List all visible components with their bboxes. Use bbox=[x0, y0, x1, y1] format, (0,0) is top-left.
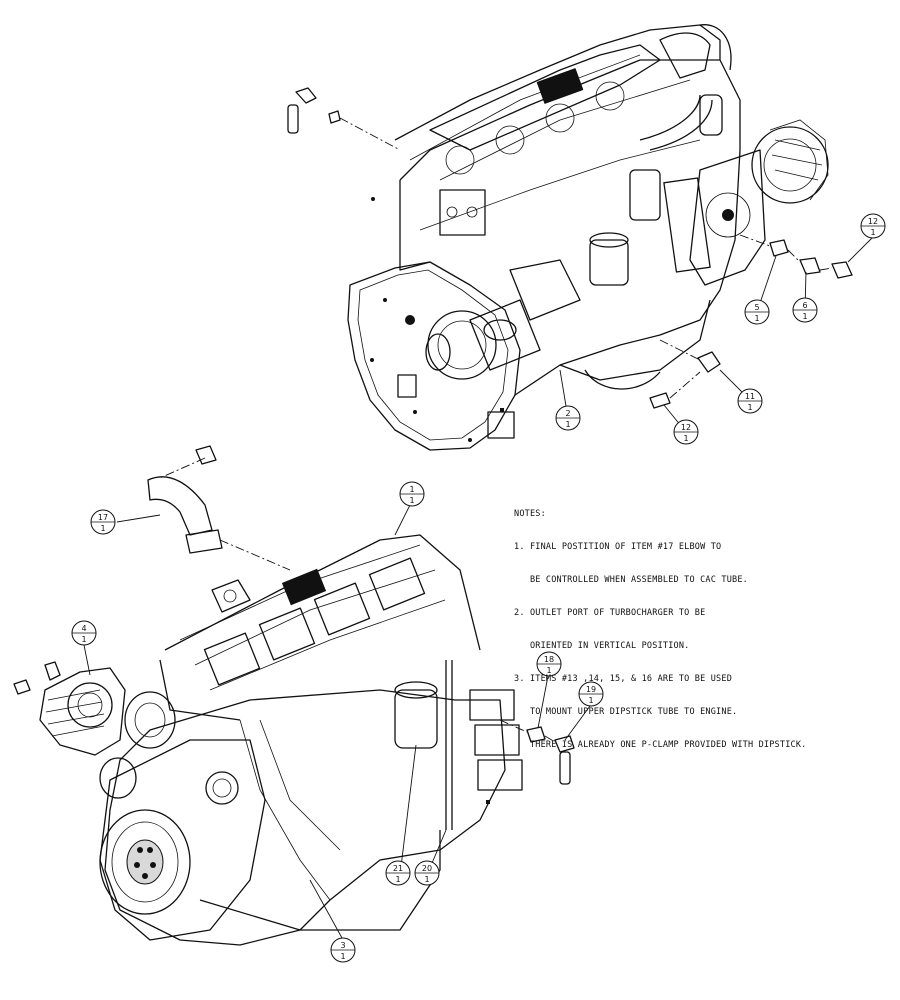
callout-4: 41 bbox=[71, 620, 97, 646]
callout-5: 51 bbox=[744, 299, 770, 325]
svg-text:1: 1 bbox=[409, 485, 414, 494]
callout-21: 211 bbox=[385, 860, 411, 886]
svg-text:5: 5 bbox=[754, 303, 759, 312]
callout-18: 181 bbox=[536, 651, 562, 677]
callout-12-upper: 121 bbox=[860, 213, 886, 239]
svg-text:2: 2 bbox=[565, 409, 570, 418]
svg-text:1: 1 bbox=[424, 875, 429, 884]
svg-text:1: 1 bbox=[754, 314, 759, 323]
notes-heading: NOTES: bbox=[514, 509, 546, 519]
callout-1: 11 bbox=[399, 481, 425, 507]
svg-text:12: 12 bbox=[868, 217, 878, 226]
leader-lines bbox=[83, 236, 874, 939]
note-line: THERE IS ALREADY ONE P-CLAMP PROVIDED WI… bbox=[514, 740, 807, 750]
callout-2: 21 bbox=[555, 405, 581, 431]
callout-11: 111 bbox=[737, 388, 763, 414]
callout-12-lower: 121 bbox=[673, 419, 699, 445]
note-line: 2. OUTLET PORT OF TURBOCHARGER TO BE bbox=[514, 608, 706, 618]
svg-text:1: 1 bbox=[747, 403, 752, 412]
svg-text:4: 4 bbox=[81, 624, 86, 633]
callout-3: 31 bbox=[330, 937, 356, 963]
svg-text:1: 1 bbox=[81, 635, 86, 644]
svg-text:19: 19 bbox=[586, 685, 596, 694]
callout-20: 201 bbox=[414, 860, 440, 886]
svg-text:1: 1 bbox=[340, 952, 345, 961]
svg-text:1: 1 bbox=[565, 420, 570, 429]
svg-text:1: 1 bbox=[546, 666, 551, 675]
callout-19: 191 bbox=[578, 681, 604, 707]
svg-text:21: 21 bbox=[393, 864, 403, 873]
svg-text:1: 1 bbox=[802, 312, 807, 321]
svg-text:3: 3 bbox=[340, 941, 345, 950]
note-line: TO MOUNT UPPER DIPSTICK TUBE TO ENGINE. bbox=[514, 707, 738, 717]
svg-text:6: 6 bbox=[802, 301, 807, 310]
callout-17: 171 bbox=[90, 509, 116, 535]
svg-text:1: 1 bbox=[100, 524, 105, 533]
note-line: 3. ITEMS #13 ,14, 15, & 16 ARE TO BE USE… bbox=[514, 674, 733, 684]
svg-text:12: 12 bbox=[681, 423, 691, 432]
svg-text:1: 1 bbox=[683, 434, 688, 443]
note-line: BE CONTROLLED WHEN ASSEMBLED TO CAC TUBE… bbox=[514, 575, 748, 585]
svg-text:1: 1 bbox=[870, 228, 875, 237]
assembly-notes: NOTES: 1. FINAL POSTITION OF ITEM #17 EL… bbox=[514, 487, 894, 762]
note-line: ORIENTED IN VERTICAL POSITION. bbox=[514, 641, 690, 651]
svg-text:11: 11 bbox=[745, 392, 755, 401]
svg-text:17: 17 bbox=[98, 513, 108, 522]
callout-6: 61 bbox=[792, 297, 818, 323]
svg-text:1: 1 bbox=[409, 496, 414, 505]
svg-text:18: 18 bbox=[544, 655, 554, 664]
svg-text:1: 1 bbox=[588, 696, 593, 705]
upper-engine-drawing bbox=[287, 24, 853, 451]
svg-text:20: 20 bbox=[422, 864, 432, 873]
note-line: 1. FINAL POSTITION OF ITEM #17 ELBOW TO bbox=[514, 542, 722, 552]
svg-text:1: 1 bbox=[395, 875, 400, 884]
